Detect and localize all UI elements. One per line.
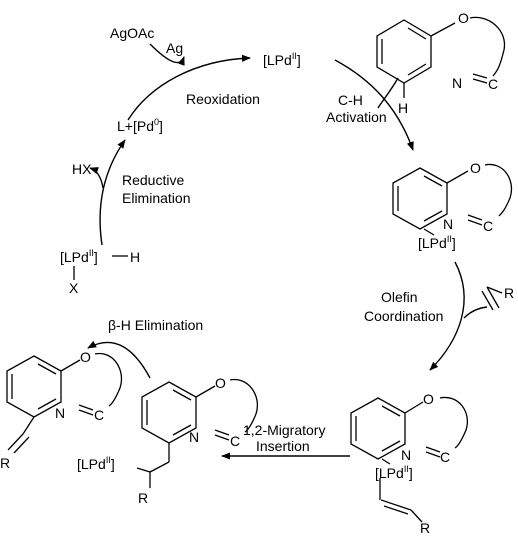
olefin-reagent [463,286,503,319]
beta-hydride-elimination-arrow [87,340,151,379]
ch-activation-arrow [334,59,414,151]
olefin-coordination-arrow [429,261,465,371]
olefin-complex-r: R [420,520,430,536]
product-r: R [0,455,10,471]
ch-activation-label-1: C-H [338,92,363,108]
product-n: N [55,405,65,421]
product-o: O [80,349,91,365]
substrate-h: H [398,100,408,116]
olefin-r: R [504,285,514,301]
reductive-label-1: Reductive [122,172,184,188]
right-n: N [443,216,453,232]
ag-label: Ag [166,40,183,56]
hydride-x: X [69,280,79,296]
reductive-elimination-arrow [99,139,126,246]
pd-hydride-species: [LPdII] [60,248,98,265]
complex-bottom-mid-pd: [LPdII] [77,455,115,472]
substrate-molecule [376,16,506,98]
pd-zero-species: L+[Pd0] [117,117,163,134]
bottom-mid-r: R [138,490,148,506]
bottom-right-o: O [423,391,434,407]
pd-top-species: [LPdII] [263,51,301,68]
substrate-entry-arrow [377,77,399,109]
right-o: O [470,160,481,176]
agoac-curl-arrow [149,43,185,66]
alkylpalladium-intermediate [136,378,258,488]
bottom-right-c: C [440,449,450,465]
migratory-label-1: 1,2-Migratory [243,422,325,438]
bottom-right-n: N [401,447,411,463]
bottom-mid-c: C [230,433,240,449]
olefin-label-1: Olefin [381,289,418,305]
olefin-label-2: Coordination [364,308,443,324]
substrate-o: O [458,10,469,26]
ch-activation-label-2: Activation [326,109,387,125]
bottom-mid-n: N [189,429,199,445]
right-c: C [483,218,493,234]
product-c: C [94,407,104,423]
complex-right-pd: [LPdII] [418,234,456,251]
hx-label: HX [72,161,92,177]
alkenylated-product [6,352,123,454]
reoxidation-label: Reoxidation [186,91,260,107]
beta-elimination-label: β-H Elimination [108,317,203,333]
agoac-label: AgOAc [110,25,154,41]
reductive-label-2: Elimination [122,190,190,206]
migratory-label-2: Insertion [256,438,310,454]
bottom-mid-o: O [215,375,226,391]
hydride-h: H [130,249,140,265]
complex-bottom-right-pd: [LPdII] [375,464,413,481]
palladacycle-right [392,163,513,236]
substrate-c: C [488,76,498,92]
substrate-n: N [452,75,462,91]
reoxidation-arrow [127,54,251,121]
hx-release-arrow [89,167,104,189]
palladacycle-olefin-complex [350,396,468,523]
